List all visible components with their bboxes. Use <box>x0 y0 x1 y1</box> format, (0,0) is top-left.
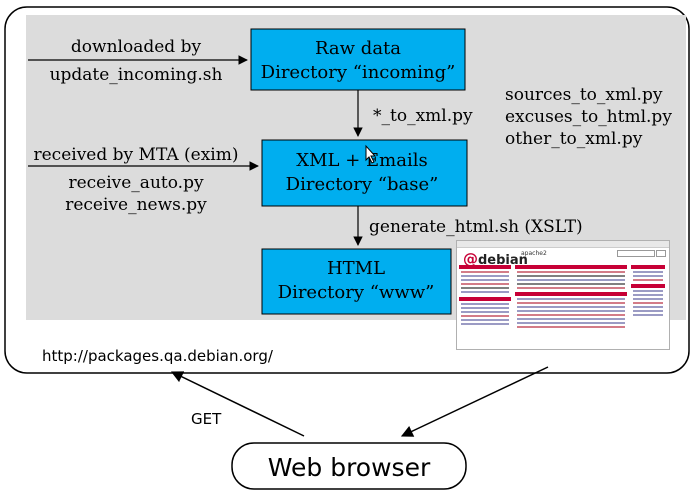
excuses-to-html-label: excuses_to_html.py <box>505 107 672 127</box>
received-by-mta-label: received by MTA (exim) <box>33 145 238 165</box>
cursor-arrow-icon <box>365 144 377 164</box>
response-arrow <box>400 366 549 437</box>
debian-logo: @debian <box>463 250 528 268</box>
www-directory: Directory “www” <box>278 282 435 303</box>
generate-html-label: generate_html.sh (XSLT) <box>369 217 583 237</box>
package-name: apache2 <box>521 250 547 257</box>
thumbnail-left-column <box>459 265 511 347</box>
thumbnail-search-button <box>656 250 666 257</box>
base-directory: Directory “base” <box>286 174 439 195</box>
receive-news-label: receive_news.py <box>65 195 207 215</box>
downloaded-by-label: downloaded by <box>71 37 202 57</box>
xml-emails-node: XML + Emails Directory “base” <box>261 139 468 207</box>
sources-to-xml-label: sources_to_xml.py <box>505 85 663 105</box>
webpage-screenshot-icon: @debian apache2 <box>456 240 670 350</box>
web-browser-label: Web browser <box>268 453 431 482</box>
other-to-xml-label: other_to_xml.py <box>505 129 643 149</box>
html-title: HTML <box>327 258 385 279</box>
thumbnail-main-column <box>515 265 627 347</box>
thumbnail-topbar <box>457 241 669 248</box>
raw-data-directory: Directory “incoming” <box>261 62 456 83</box>
xml-emails-title: XML + Emails <box>296 150 427 171</box>
get-label: GET <box>191 410 222 428</box>
html-node: HTML Directory “www” <box>261 248 452 315</box>
raw-data-title: Raw data <box>315 38 401 59</box>
thumbnail-right-column <box>631 265 665 347</box>
debian-logo-text: debian <box>478 253 528 268</box>
receive-auto-label: receive_auto.py <box>68 173 204 193</box>
site-url: http://packages.qa.debian.org/ <box>42 347 274 365</box>
raw-data-node: Raw data Directory “incoming” <box>250 28 466 91</box>
thumbnail-search-box <box>617 250 655 257</box>
web-browser-node <box>231 442 467 490</box>
to-xml-label: *_to_xml.py <box>373 106 473 126</box>
update-incoming-label: update_incoming.sh <box>50 65 223 85</box>
get-request-arrow <box>170 371 305 437</box>
